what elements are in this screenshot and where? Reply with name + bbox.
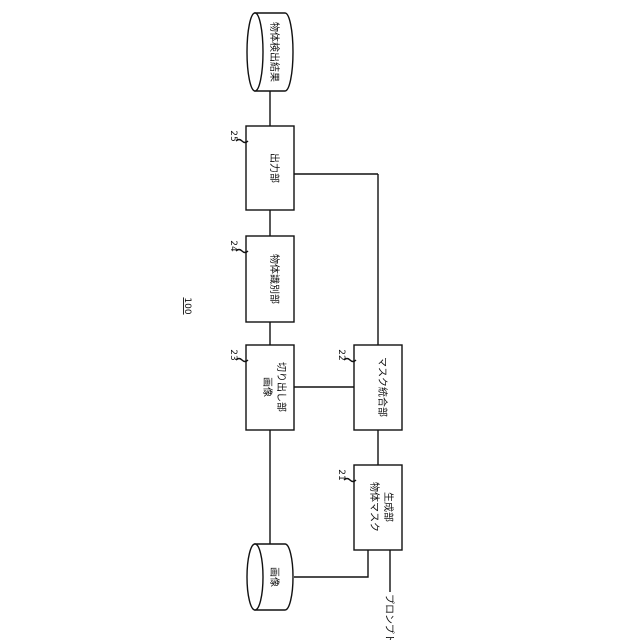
ref-22: 22 <box>336 349 346 360</box>
crop-label-1: 画像 <box>261 377 273 397</box>
mask-gen-label-2: 生成部 <box>382 492 395 522</box>
figure-number: 100 <box>182 297 192 314</box>
edge-image-to-maskgen <box>294 550 368 577</box>
result-label: 物体検出結果 <box>268 22 281 82</box>
prompt-label: プロンプト <box>383 594 395 640</box>
identify-label: 物体識別部 <box>268 254 281 304</box>
mask-gen-label-1: 物体マスク <box>368 482 381 532</box>
crop-label-2: 切り出し部 <box>275 362 288 412</box>
ref-25: 25 <box>228 130 238 141</box>
image-input-label: 画像 <box>268 567 280 587</box>
mask-merge-label: マスク統合部 <box>376 357 389 417</box>
output-label: 出力部 <box>268 153 281 183</box>
ref-23: 23 <box>228 349 238 360</box>
ref-24: 24 <box>228 240 238 252</box>
ref-21: 21 <box>336 469 346 480</box>
